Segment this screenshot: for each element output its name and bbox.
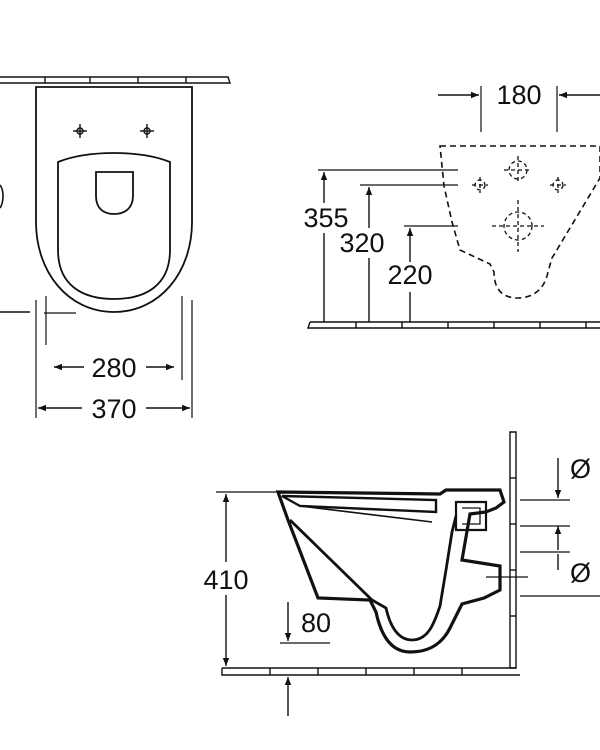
- side-view: [216, 431, 600, 716]
- fixing-marks: [73, 124, 154, 138]
- back-view: [307, 86, 600, 329]
- back-fixing-marks: [472, 156, 566, 252]
- bowl-section: [275, 488, 506, 654]
- dim-label-410: 410: [203, 565, 248, 595]
- wall-strip-side: [509, 431, 517, 669]
- top-view: [0, 76, 231, 418]
- floor-strip-back: [307, 321, 600, 329]
- bowl-inner-line: [289, 515, 458, 642]
- dim-label-370: 370: [91, 394, 136, 424]
- diameter-label-lower: Ø: [570, 558, 591, 588]
- floor-strip-side: [221, 667, 520, 676]
- flush-hole: [95, 171, 134, 215]
- inlet-block: [454, 500, 488, 532]
- dim-label-80: 80: [301, 608, 331, 638]
- rim-top: [281, 494, 438, 514]
- wall-strip-top: [0, 76, 231, 84]
- seat-opening: [57, 152, 171, 300]
- dim-label-320: 320: [339, 228, 384, 258]
- dim-label-220: 220: [387, 260, 432, 290]
- bowl-outline: [35, 86, 193, 313]
- dim-label-180: 180: [496, 80, 541, 110]
- back-outline-dashed: [439, 145, 600, 299]
- dim-label-280: 280: [91, 353, 136, 383]
- diameter-label-upper: Ø: [570, 454, 591, 484]
- dim-label-355: 355: [303, 203, 348, 233]
